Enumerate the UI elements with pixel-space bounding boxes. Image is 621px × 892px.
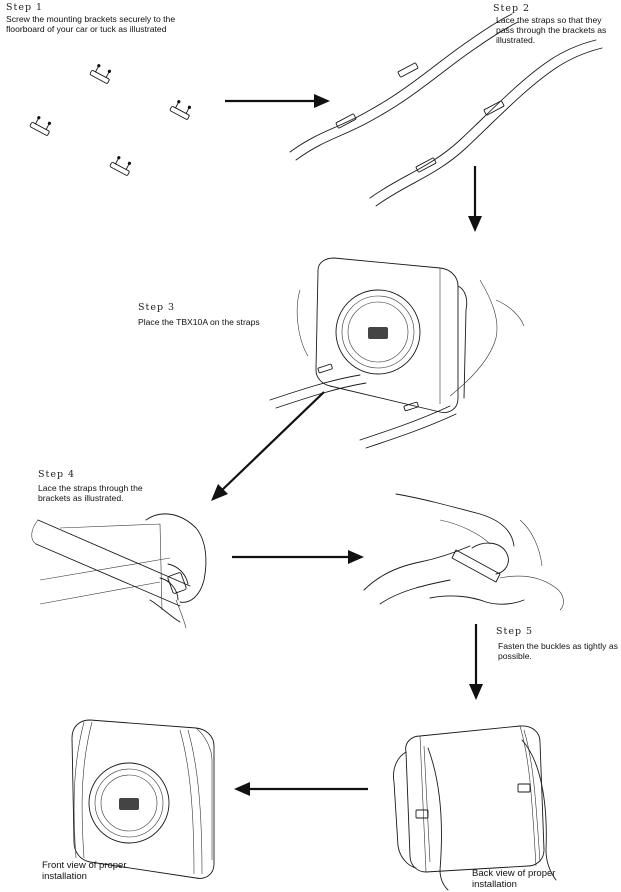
bracket-icon [29, 116, 52, 136]
arrow-down-icon [469, 624, 483, 700]
arrow-down-icon [468, 166, 482, 232]
step1-text: Screw the mounting brackets securely to … [6, 14, 176, 34]
arrow-right-icon [225, 94, 330, 108]
bracket-icon [109, 156, 132, 176]
step2-title: Step 2 [493, 3, 531, 14]
step3-title: Step 3 [138, 302, 176, 313]
step2-straps [289, 13, 603, 207]
step4-text: Lace the straps through the brackets as … [38, 483, 143, 503]
step3-subwoofer [269, 257, 525, 449]
step4-lacing-hand [31, 513, 207, 629]
step5-text: Fasten the buckles as tightly as possibl… [498, 641, 618, 661]
arrow-left-icon [234, 782, 368, 796]
front-view-caption: Front view of proper installation [42, 860, 127, 882]
bracket-icon [89, 64, 112, 84]
step5-title: Step 5 [496, 626, 534, 637]
bracket-icon [169, 100, 192, 120]
step2-text: Lace the straps so that they pass throug… [496, 15, 607, 45]
arrow-diagonal-icon [211, 391, 325, 501]
step3-text: Place the TBX10A on the straps [138, 317, 260, 327]
front-view-subwoofer [71, 719, 215, 879]
step4-pulling-hands [363, 493, 564, 611]
step1-brackets [29, 64, 192, 176]
arrow-right-icon [232, 550, 364, 564]
step4-title: Step 4 [38, 469, 76, 480]
back-view-subwoofer [393, 725, 557, 891]
step1-title: Step 1 [6, 2, 44, 13]
back-view-caption: Back view of proper installation [472, 868, 556, 890]
